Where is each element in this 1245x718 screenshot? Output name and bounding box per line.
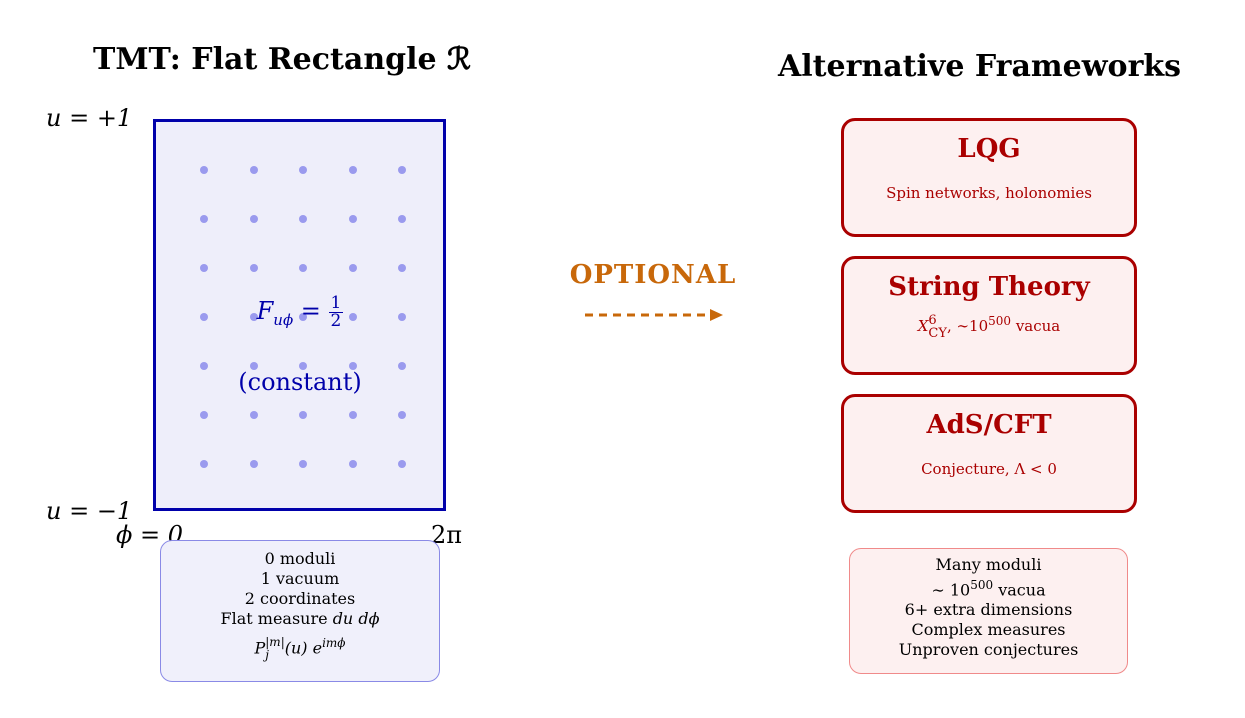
grid-dot bbox=[398, 313, 406, 321]
cy-x: X bbox=[917, 317, 929, 335]
grid-dot bbox=[348, 215, 357, 223]
u-bottom-label: u = −1 bbox=[46, 497, 133, 525]
grid-dot bbox=[299, 313, 307, 321]
flat-rectangle bbox=[153, 119, 446, 511]
tmt-coordinates: 2 coordinates bbox=[244, 589, 356, 608]
grid-dot bbox=[200, 166, 208, 174]
grid-dot bbox=[348, 264, 357, 272]
grid-dot bbox=[348, 411, 357, 419]
grid-dot bbox=[348, 362, 357, 370]
grid-dot bbox=[249, 166, 258, 174]
grid-dot bbox=[398, 264, 406, 272]
field-symbol: F bbox=[256, 297, 274, 325]
alt-dimensions: 6+ extra dimensions bbox=[904, 600, 1073, 620]
tmt-basis: P|m|j (u) eimϕ bbox=[161, 633, 439, 662]
framework-name: AdS/CFT bbox=[926, 410, 1052, 440]
alternatives-summary-box: Many moduli ∼ 10500 vacua 6+ extra dimen… bbox=[849, 548, 1128, 674]
grid-dot bbox=[299, 166, 307, 174]
grid-dot bbox=[299, 215, 307, 223]
grid-dot bbox=[299, 411, 307, 419]
grid-dot bbox=[398, 460, 406, 468]
field-equals: = bbox=[293, 297, 329, 325]
cy-rest: , ∼10 bbox=[946, 317, 989, 335]
alt-vacua-exp: 500 bbox=[970, 578, 994, 592]
grid-dot bbox=[200, 460, 208, 468]
alt-vacua: ∼ 10500 vacua bbox=[850, 575, 1127, 600]
alt-measures: Complex measures bbox=[911, 620, 1066, 640]
grid-dot bbox=[249, 411, 258, 419]
tmt-basis-sup: |m| bbox=[265, 634, 285, 649]
tmt-vacuum: 1 vacuum bbox=[260, 569, 340, 588]
grid-dot bbox=[398, 215, 406, 223]
grid-dot bbox=[249, 215, 258, 223]
framework-name: String Theory bbox=[888, 272, 1090, 302]
grid-dot bbox=[398, 362, 406, 370]
grid-dot bbox=[299, 460, 307, 468]
constant-label: (constant) bbox=[238, 368, 362, 396]
framework-desc: Spin networks, holonomies bbox=[886, 184, 1092, 202]
alt-conjectures: Unproven conjectures bbox=[898, 640, 1079, 660]
cy-sup: 6 bbox=[928, 313, 937, 328]
cy-sub: CY bbox=[928, 326, 947, 341]
tmt-measure: Flat measure du dϕ bbox=[161, 609, 439, 629]
tmt-summary-box: 0 moduli 1 vacuum 2 coordinates Flat mea… bbox=[160, 540, 440, 682]
alt-moduli: Many moduli bbox=[935, 555, 1042, 574]
grid-dot bbox=[200, 215, 208, 223]
grid-dot bbox=[200, 411, 208, 419]
field-subscript: uϕ bbox=[273, 310, 294, 329]
cy-exp: 500 bbox=[988, 314, 1012, 328]
tmt-basis-exp: imϕ bbox=[322, 636, 346, 650]
tmt-moduli: 0 moduli bbox=[264, 549, 336, 568]
u-top-label: u = +1 bbox=[46, 104, 133, 132]
tmt-basis-sub: j bbox=[265, 647, 269, 662]
grid-dot bbox=[398, 166, 406, 174]
grid-dot bbox=[348, 313, 357, 321]
framework-card-lqg: LQG Spin networks, holonomies bbox=[841, 118, 1137, 237]
grid-dot bbox=[299, 362, 307, 370]
field-denominator: 2 bbox=[330, 311, 342, 331]
right-panel-title: Alternative Frameworks bbox=[778, 49, 1182, 84]
grid-dot bbox=[249, 460, 258, 468]
cy-tail: vacua bbox=[1011, 317, 1061, 335]
grid-dot bbox=[249, 264, 258, 272]
grid-dot bbox=[200, 313, 208, 321]
field-numerator: 1 bbox=[328, 293, 344, 313]
framework-name: LQG bbox=[957, 134, 1021, 164]
alt-vacua-post: vacua bbox=[993, 580, 1046, 600]
grid-dot bbox=[249, 362, 258, 370]
grid-dot bbox=[348, 460, 357, 468]
optional-arrow bbox=[585, 309, 723, 321]
framework-desc: Conjecture, Λ < 0 bbox=[921, 460, 1057, 478]
alt-vacua-pre: ∼ 10 bbox=[931, 580, 971, 600]
tmt-measure-math: du dϕ bbox=[332, 609, 380, 628]
left-panel-title: TMT: Flat Rectangle ℛ bbox=[93, 42, 471, 77]
grid-dot bbox=[299, 264, 307, 272]
grid-dot bbox=[200, 362, 208, 370]
grid-dot bbox=[249, 313, 258, 321]
tmt-basis-base: P bbox=[254, 638, 266, 658]
grid-dot bbox=[398, 411, 406, 419]
framework-card-ads-cft: AdS/CFT Conjecture, Λ < 0 bbox=[841, 394, 1137, 513]
tmt-basis-arg: (u) e bbox=[284, 638, 323, 658]
grid-dot bbox=[200, 264, 208, 272]
grid-dot bbox=[348, 166, 357, 174]
optional-label: OPTIONAL bbox=[569, 260, 737, 290]
tmt-measure-text: Flat measure bbox=[220, 609, 333, 628]
